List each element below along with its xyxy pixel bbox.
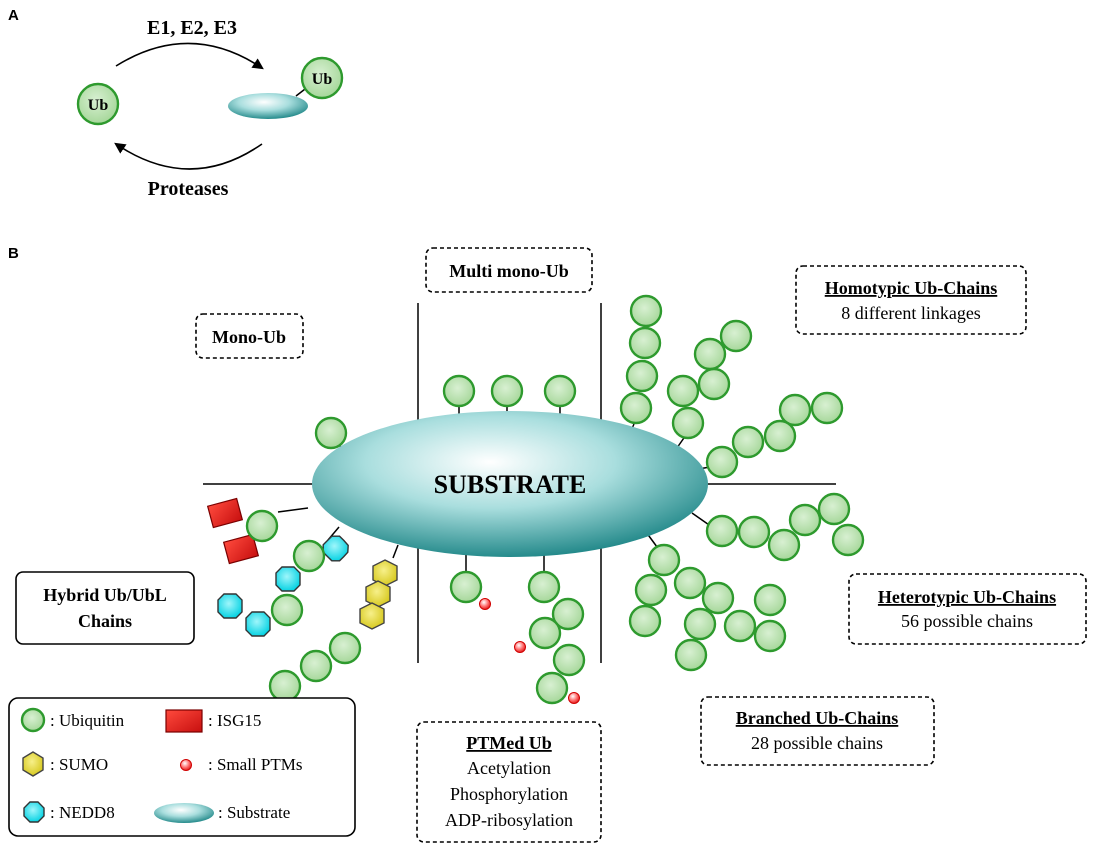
branched-box: Branched Ub-Chains 28 possible chains [700,696,935,766]
small-ptm-dot [568,692,580,704]
substrate-label: SUBSTRATE [434,470,587,499]
nedd8-octagon-icon [23,801,45,823]
heterotypic-subtitle: 56 possible chains [901,611,1033,631]
legend-nedd8: : NEDD8 [50,803,115,822]
multi-mono-ub-group [442,374,577,408]
free-ub-label: Ub [88,97,109,114]
substrate-ellipse [312,411,708,557]
ptmed-line-1: Acetylation [467,758,551,778]
mono-ub-group [314,416,348,450]
panel-a-label: A [8,7,19,24]
multi-mono-ub-label: Multi mono-Ub [449,261,569,281]
attached-ub-label: Ub [312,71,333,88]
panel-b-label: B [8,245,19,262]
small-ptm-dot [479,598,491,610]
substrate-ellipse-icon [154,803,214,823]
ptmed-title: PTMed Ub [466,733,552,753]
legend-substrate: : Substrate [218,803,290,822]
ptmed-line-3: ADP-ribosylation [445,810,573,830]
sumo-hexagon-icon [22,751,44,777]
legend-ubiquitin: : Ubiquitin [50,711,125,730]
hybrid-chains [206,497,398,703]
legend-small-ptms: : Small PTMs [208,755,302,774]
legend-sumo: : SUMO [50,755,108,774]
multi-mono-ub-box: Multi mono-Ub [425,247,593,293]
legend: : Ubiquitin : SUMO : NEDD8 : ISG15 : Sma… [8,697,356,837]
hybrid-line-1: Hybrid Ub/UbL [43,585,167,605]
homotypic-subtitle: 8 different linkages [841,303,981,323]
homotypic-chains [619,294,844,479]
mono-ub-box: Mono-Ub [195,313,304,359]
isg15-rectangle-icon [165,709,203,733]
mono-ub-label: Mono-Ub [212,327,286,347]
branched-chains [628,543,787,672]
ptmed-line-2: Phosphorylation [450,784,568,804]
branched-title: Branched Ub-Chains [736,708,899,728]
branched-subtitle: 28 possible chains [751,733,883,753]
ubiquitin-circle-icon [20,707,46,733]
homotypic-title: Homotypic Ub-Chains [825,278,998,298]
enzymes-label: E1, E2, E3 [147,17,237,39]
hybrid-line-2: Chains [78,611,132,631]
ptmed-ub-group [449,570,586,705]
small-ptm-dot-icon [180,759,192,771]
proteases-label: Proteases [148,178,229,200]
ubiquitination-arrow [115,42,264,70]
heterotypic-title: Heterotypic Ub-Chains [878,587,1056,607]
deubiquitination-arrow [114,142,263,170]
attached-ubiquitin: Ub [300,56,344,100]
legend-isg15: : ISG15 [208,711,261,730]
ptmed-box: PTMed Ub Acetylation Phosphorylation ADP… [416,721,602,843]
free-ubiquitin: Ub [76,82,120,126]
homotypic-box: Homotypic Ub-Chains 8 different linkages [795,265,1027,335]
heterotypic-box: Heterotypic Ub-Chains 56 possible chains [848,573,1087,645]
heterotypic-chains [705,492,865,562]
panel-a-substrate-icon [228,93,308,119]
hybrid-box: Hybrid Ub/UbL Chains [15,571,195,645]
small-ptm-dot [514,641,526,653]
